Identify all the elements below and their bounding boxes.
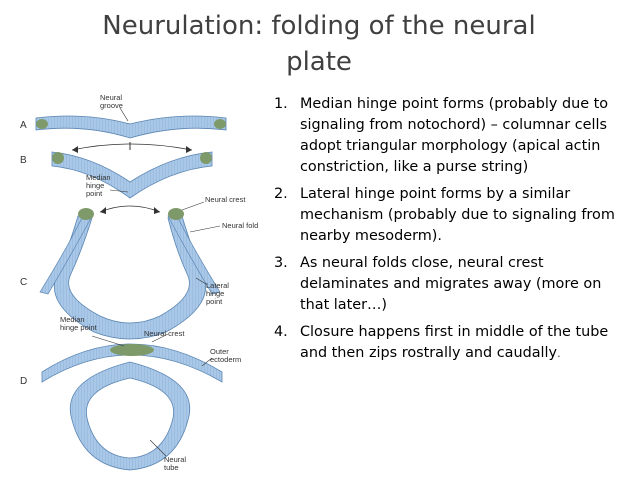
point-text: As neural folds close, neural crest dela…: [300, 255, 601, 313]
point-tail: .: [557, 347, 561, 360]
label-median-hinge-b-3: point: [86, 189, 103, 198]
point-text: Lateral hinge point forms by a similar m…: [300, 186, 615, 244]
title-line-2: plate: [0, 44, 638, 80]
point-text: Closure happens first in middle of the t…: [300, 324, 608, 361]
stage-label-c: C: [20, 277, 27, 288]
crest-d: [110, 344, 154, 356]
points-list: 1.Median hinge point forms (probably due…: [283, 94, 633, 370]
stage-label-d: D: [20, 376, 27, 387]
point-number: 4.: [274, 322, 288, 343]
crest-b-right: [200, 152, 212, 164]
neural-tube-d: [70, 362, 190, 470]
label-median-hinge-c-2: hinge point: [60, 323, 98, 332]
label-neural-tube-2: tube: [164, 463, 179, 472]
point-text: Median hinge point forms (probably due t…: [300, 96, 608, 175]
stage-label-b: B: [20, 155, 27, 166]
point-number: 1.: [274, 94, 288, 115]
crest-a-right: [214, 119, 226, 129]
point-item: 3.As neural folds close, neural crest de…: [283, 253, 633, 316]
crest-c-left: [78, 208, 94, 220]
label-neural-fold: Neural fold: [222, 221, 258, 230]
label-outer-ectoderm-2: ectoderm: [210, 355, 241, 364]
point-item: 1.Median hinge point forms (probably due…: [283, 94, 633, 178]
label-neural-crest-d: Neural crest: [144, 329, 185, 338]
stage-a: Neural groove A: [20, 93, 226, 138]
point-number: 2.: [274, 184, 288, 205]
stage-label-a: A: [20, 120, 27, 131]
label-lateral-hinge-3: point: [206, 297, 223, 306]
stage-c: Neural crest Neural fold Lateral hinge p…: [20, 195, 258, 339]
neural-plate-a: [36, 116, 226, 138]
title-line-1: Neurulation: folding of the neural: [102, 11, 535, 41]
crest-a-left: [36, 119, 48, 129]
slide-title: Neurulation: folding of the neural plate: [0, 8, 638, 80]
point-number: 3.: [274, 253, 288, 274]
label-neural-crest-c: Neural crest: [205, 195, 246, 204]
crest-b-left: [52, 152, 64, 164]
neurulation-diagram: Neural groove A Median hinge point B Neu…: [0, 86, 276, 479]
stage-b: Median hinge point B: [20, 142, 212, 198]
point-item: 4.Closure happens first in middle of the…: [283, 322, 633, 364]
point-item: 2.Lateral hinge point forms by a similar…: [283, 184, 633, 247]
crest-c-right: [168, 208, 184, 220]
label-neural-groove-2: groove: [100, 101, 123, 110]
neural-plate-b: [52, 152, 212, 198]
